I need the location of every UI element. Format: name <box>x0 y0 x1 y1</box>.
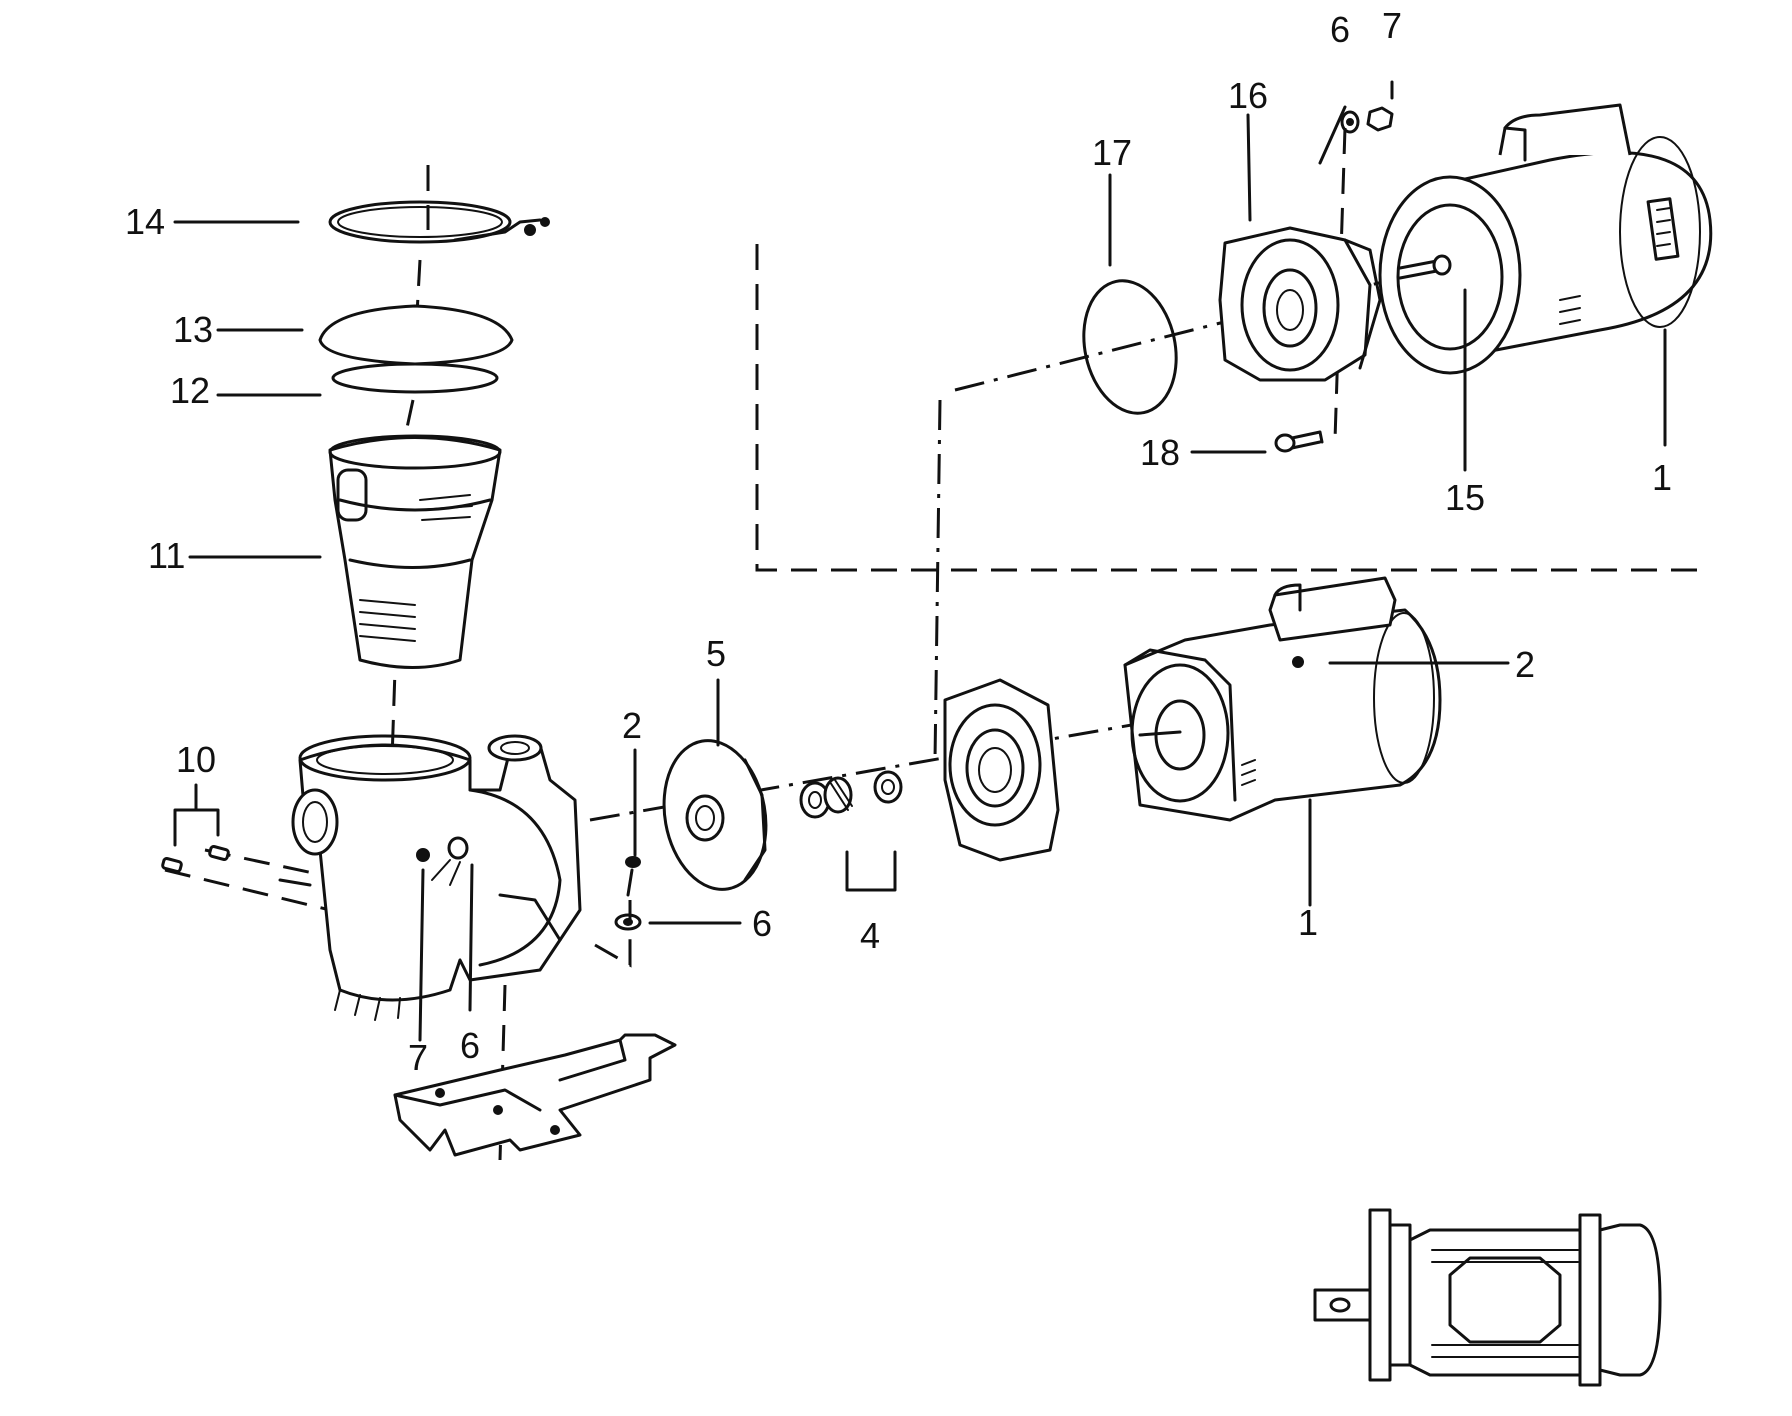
lid-part <box>318 304 514 366</box>
seal-assembly-part <box>799 770 903 892</box>
callout-16: 16 <box>1228 75 1268 116</box>
callout-7-left: 7 <box>408 1037 428 1078</box>
callout-15: 15 <box>1445 477 1485 518</box>
adapter-bracket-part <box>1218 226 1382 382</box>
pump-housing-part <box>278 734 582 1021</box>
alt-motor-boundary <box>755 244 1700 572</box>
callout-6-left: 6 <box>460 1025 480 1066</box>
callout-2-upper: 2 <box>1515 644 1535 685</box>
impeller-part <box>662 739 768 891</box>
callout-11: 11 <box>148 535 185 576</box>
upper-washer-nut-part <box>1340 106 1394 134</box>
inset-motor-drawing <box>1313 1208 1662 1387</box>
lower-bolt-axis <box>594 900 632 968</box>
drain-plugs-part <box>161 783 230 873</box>
callout-17: 17 <box>1092 132 1132 173</box>
lower-bolt-washer-part <box>614 856 642 931</box>
callout-18: 18 <box>1140 432 1180 473</box>
basket-part <box>328 434 502 669</box>
callout-1-lower: 1 <box>1298 902 1318 943</box>
callout-5: 5 <box>706 633 726 674</box>
callout-6-mid: 6 <box>752 903 772 944</box>
callout-7-top: 7 <box>1382 5 1402 46</box>
bracket-bolt-part <box>1274 430 1324 453</box>
seal-plate-part <box>943 678 1060 862</box>
callout-10: 10 <box>176 739 216 780</box>
leader-lines <box>173 80 1667 1042</box>
callout-6-top: 6 <box>1330 9 1350 50</box>
bolt-axis <box>1333 127 1347 441</box>
callout-labels: 14 13 12 11 10 7 6 2 5 6 4 1 2 17 16 6 7… <box>125 5 1672 1078</box>
gasket-o-ring-part <box>1082 279 1178 415</box>
clamp-ring-part <box>328 200 550 244</box>
callout-1-upper: 1 <box>1652 457 1672 498</box>
callout-13: 13 <box>173 309 213 350</box>
connector-axis <box>933 399 942 761</box>
lower-motor-part <box>1123 576 1442 822</box>
upper-motor-part <box>1378 103 1713 375</box>
callout-2-lower: 2 <box>622 705 642 746</box>
lid-o-ring-part <box>331 362 499 394</box>
upper-shaft-axis <box>954 268 1431 392</box>
callout-4: 4 <box>860 915 880 956</box>
callout-12: 12 <box>170 370 210 411</box>
callout-14: 14 <box>125 201 165 242</box>
pump-base-part <box>393 1033 677 1157</box>
